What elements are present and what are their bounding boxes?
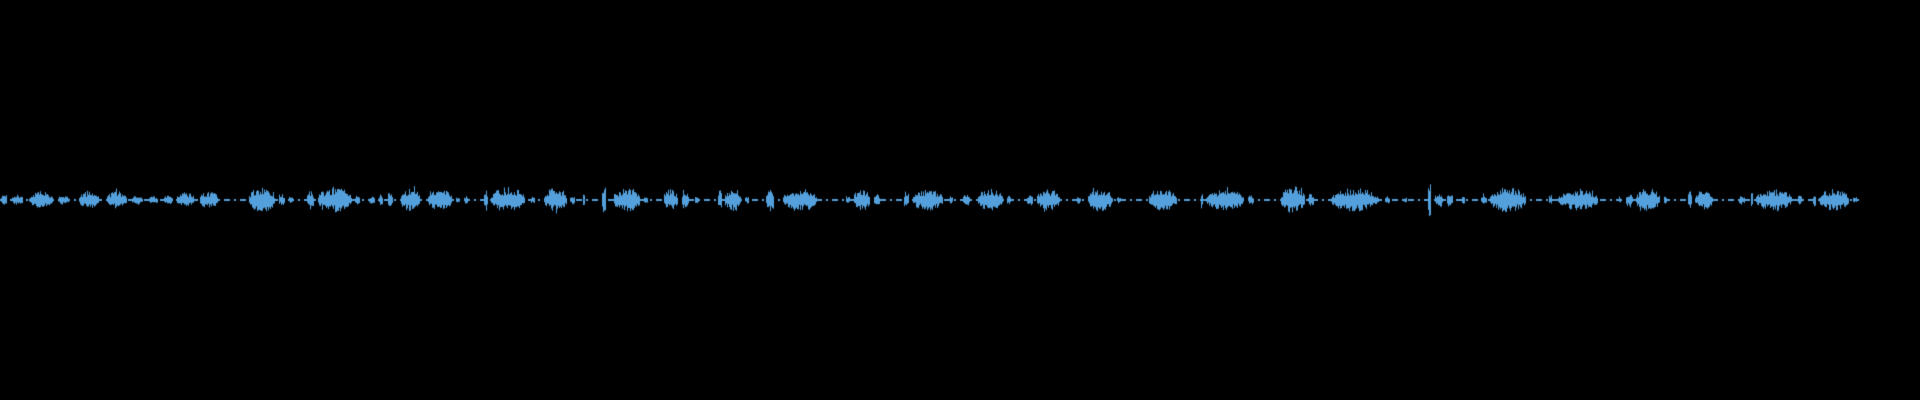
waveform-track [0,0,1920,400]
audio-waveform[interactable] [0,0,1920,400]
